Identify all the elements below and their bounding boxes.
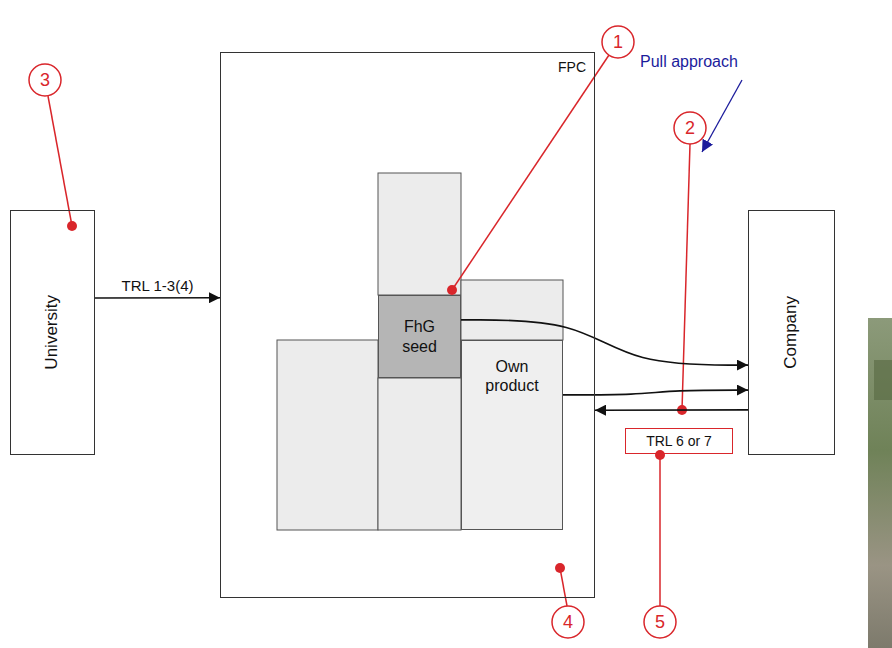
flow-arrow	[595, 409, 748, 411]
company-box: Company	[748, 210, 835, 455]
callout-number: 4	[552, 606, 584, 638]
leader-line	[452, 55, 609, 290]
callout-circle	[552, 606, 584, 638]
photo-edge	[868, 318, 892, 648]
leader-line	[682, 144, 690, 410]
flow-arrow	[563, 390, 748, 395]
node-text: FPC	[558, 59, 586, 76]
callout-circle	[29, 64, 61, 96]
leader-dot	[447, 285, 457, 295]
leader-lines	[48, 55, 690, 606]
leader-line	[560, 568, 567, 606]
callout-circle	[674, 112, 706, 144]
callout-number: 1	[602, 26, 634, 58]
seed-cell: FhG seed	[378, 295, 461, 378]
callout-circle	[644, 606, 676, 638]
node-text: FhG seed	[389, 317, 450, 355]
node-text: University	[42, 295, 62, 370]
trl-box: TRL 6 or 7	[625, 428, 733, 454]
annotation-text: Pull approach	[640, 53, 738, 71]
node-text: Company	[781, 296, 801, 369]
empty-cell	[378, 378, 461, 530]
leader-dots	[67, 221, 687, 573]
empty-cell	[461, 280, 563, 340]
pull-arrow	[702, 80, 742, 152]
flow-arrow	[95, 297, 220, 299]
empty-cell	[277, 340, 378, 530]
university-box: University	[10, 210, 95, 455]
callout-circles	[29, 26, 706, 638]
leader-line	[48, 96, 72, 226]
callout-number: 2	[674, 112, 706, 144]
photo-detail	[874, 360, 892, 400]
leader-dot	[67, 221, 77, 231]
callout-number: 5	[644, 606, 676, 638]
node-text: Own product	[476, 357, 548, 395]
callout-number: 3	[29, 64, 61, 96]
callout-circle	[602, 26, 634, 58]
product-cell: Own product	[461, 340, 563, 530]
fpc-box: FPC FhG seedOwn product	[220, 52, 595, 598]
leader-dot	[655, 450, 665, 460]
edge-label: TRL 1-3(4)	[120, 277, 196, 294]
empty-cells	[277, 173, 563, 530]
empty-cell	[378, 173, 461, 295]
node-text: TRL 6 or 7	[646, 433, 712, 450]
leader-line	[659, 455, 661, 606]
leader-dot	[555, 563, 565, 573]
